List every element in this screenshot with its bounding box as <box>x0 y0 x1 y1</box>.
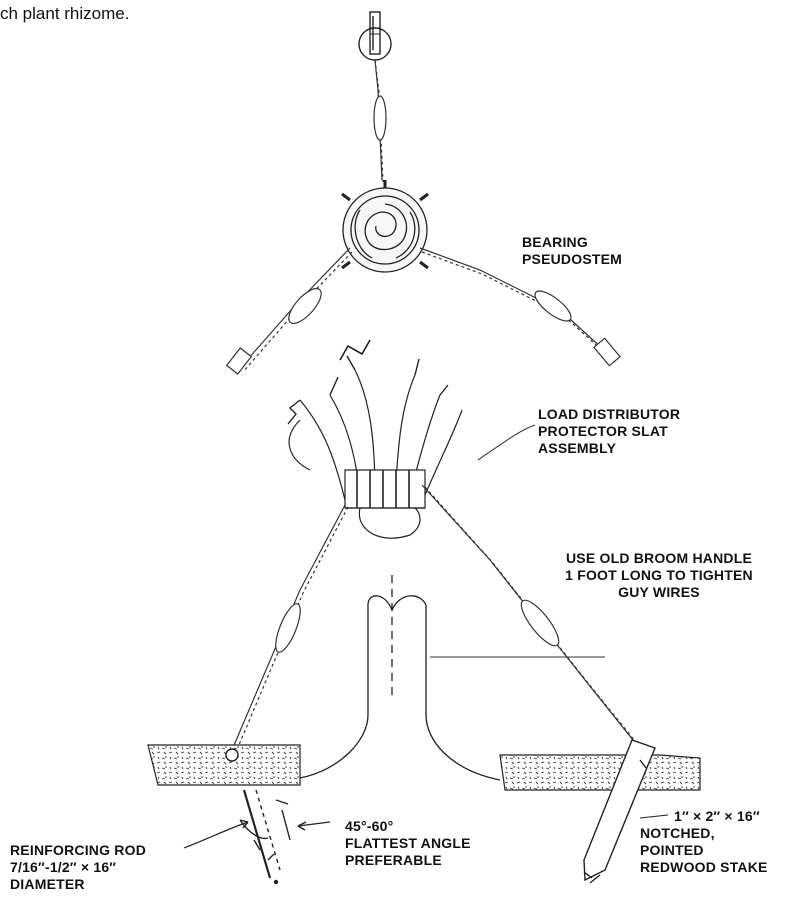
right-guy-wire-lower <box>422 485 648 757</box>
label-line: PROTECTOR SLAT <box>538 423 680 440</box>
left-guy-wire-lower <box>232 505 348 752</box>
label-line: ASSEMBLY <box>538 440 680 457</box>
ground-right <box>500 755 700 790</box>
label-line: 7/16″-1/2″ × 16″ <box>10 859 146 876</box>
label-redwood-stake: 1″ × 2″ × 16″ NOTCHED, POINTED REDWOOD S… <box>640 808 768 876</box>
label-line: GUY WIRES <box>528 584 790 601</box>
top-stake <box>359 12 391 60</box>
label-line: 45°-60° <box>345 818 471 835</box>
label-line: 1″ × 2″ × 16″ <box>640 808 768 825</box>
label-line: NOTCHED, <box>640 825 768 842</box>
broom-handle <box>300 575 500 780</box>
top-guy-wire <box>374 60 386 182</box>
label-line: REINFORCING ROD <box>10 842 146 859</box>
label-line: FLATTEST ANGLE <box>345 835 471 852</box>
pseudostem-cross-section <box>342 180 428 272</box>
ground-left <box>148 745 300 785</box>
label-line: PSEUDOSTEM <box>522 251 622 268</box>
label-line: LOAD DISTRIBUTOR <box>538 406 680 423</box>
label-line: PREFERABLE <box>345 852 471 869</box>
label-line: BEARING <box>522 234 622 251</box>
label-line: USE OLD BROOM HANDLE <box>528 550 790 567</box>
label-broom-handle: USE OLD BROOM HANDLE 1 FOOT LONG TO TIGH… <box>528 550 790 601</box>
label-load-distributor: LOAD DISTRIBUTOR PROTECTOR SLAT ASSEMBLY <box>538 406 680 457</box>
label-bearing-pseudostem: BEARING PSEUDOSTEM <box>522 234 622 268</box>
label-reinforcing-rod: REINFORCING ROD 7/16″-1/2″ × 16″ DIAMETE… <box>10 842 146 893</box>
protector-slat-assembly <box>288 340 462 538</box>
label-line: DIAMETER <box>10 876 146 893</box>
label-angle: 45°-60° FLATTEST ANGLE PREFERABLE <box>345 818 471 869</box>
label-line: POINTED <box>640 842 768 859</box>
label-line: 1 FOOT LONG TO TIGHTEN <box>528 567 790 584</box>
left-guy-wire-upper <box>227 248 352 374</box>
leader-lines <box>430 425 605 657</box>
label-line: REDWOOD STAKE <box>640 859 768 876</box>
